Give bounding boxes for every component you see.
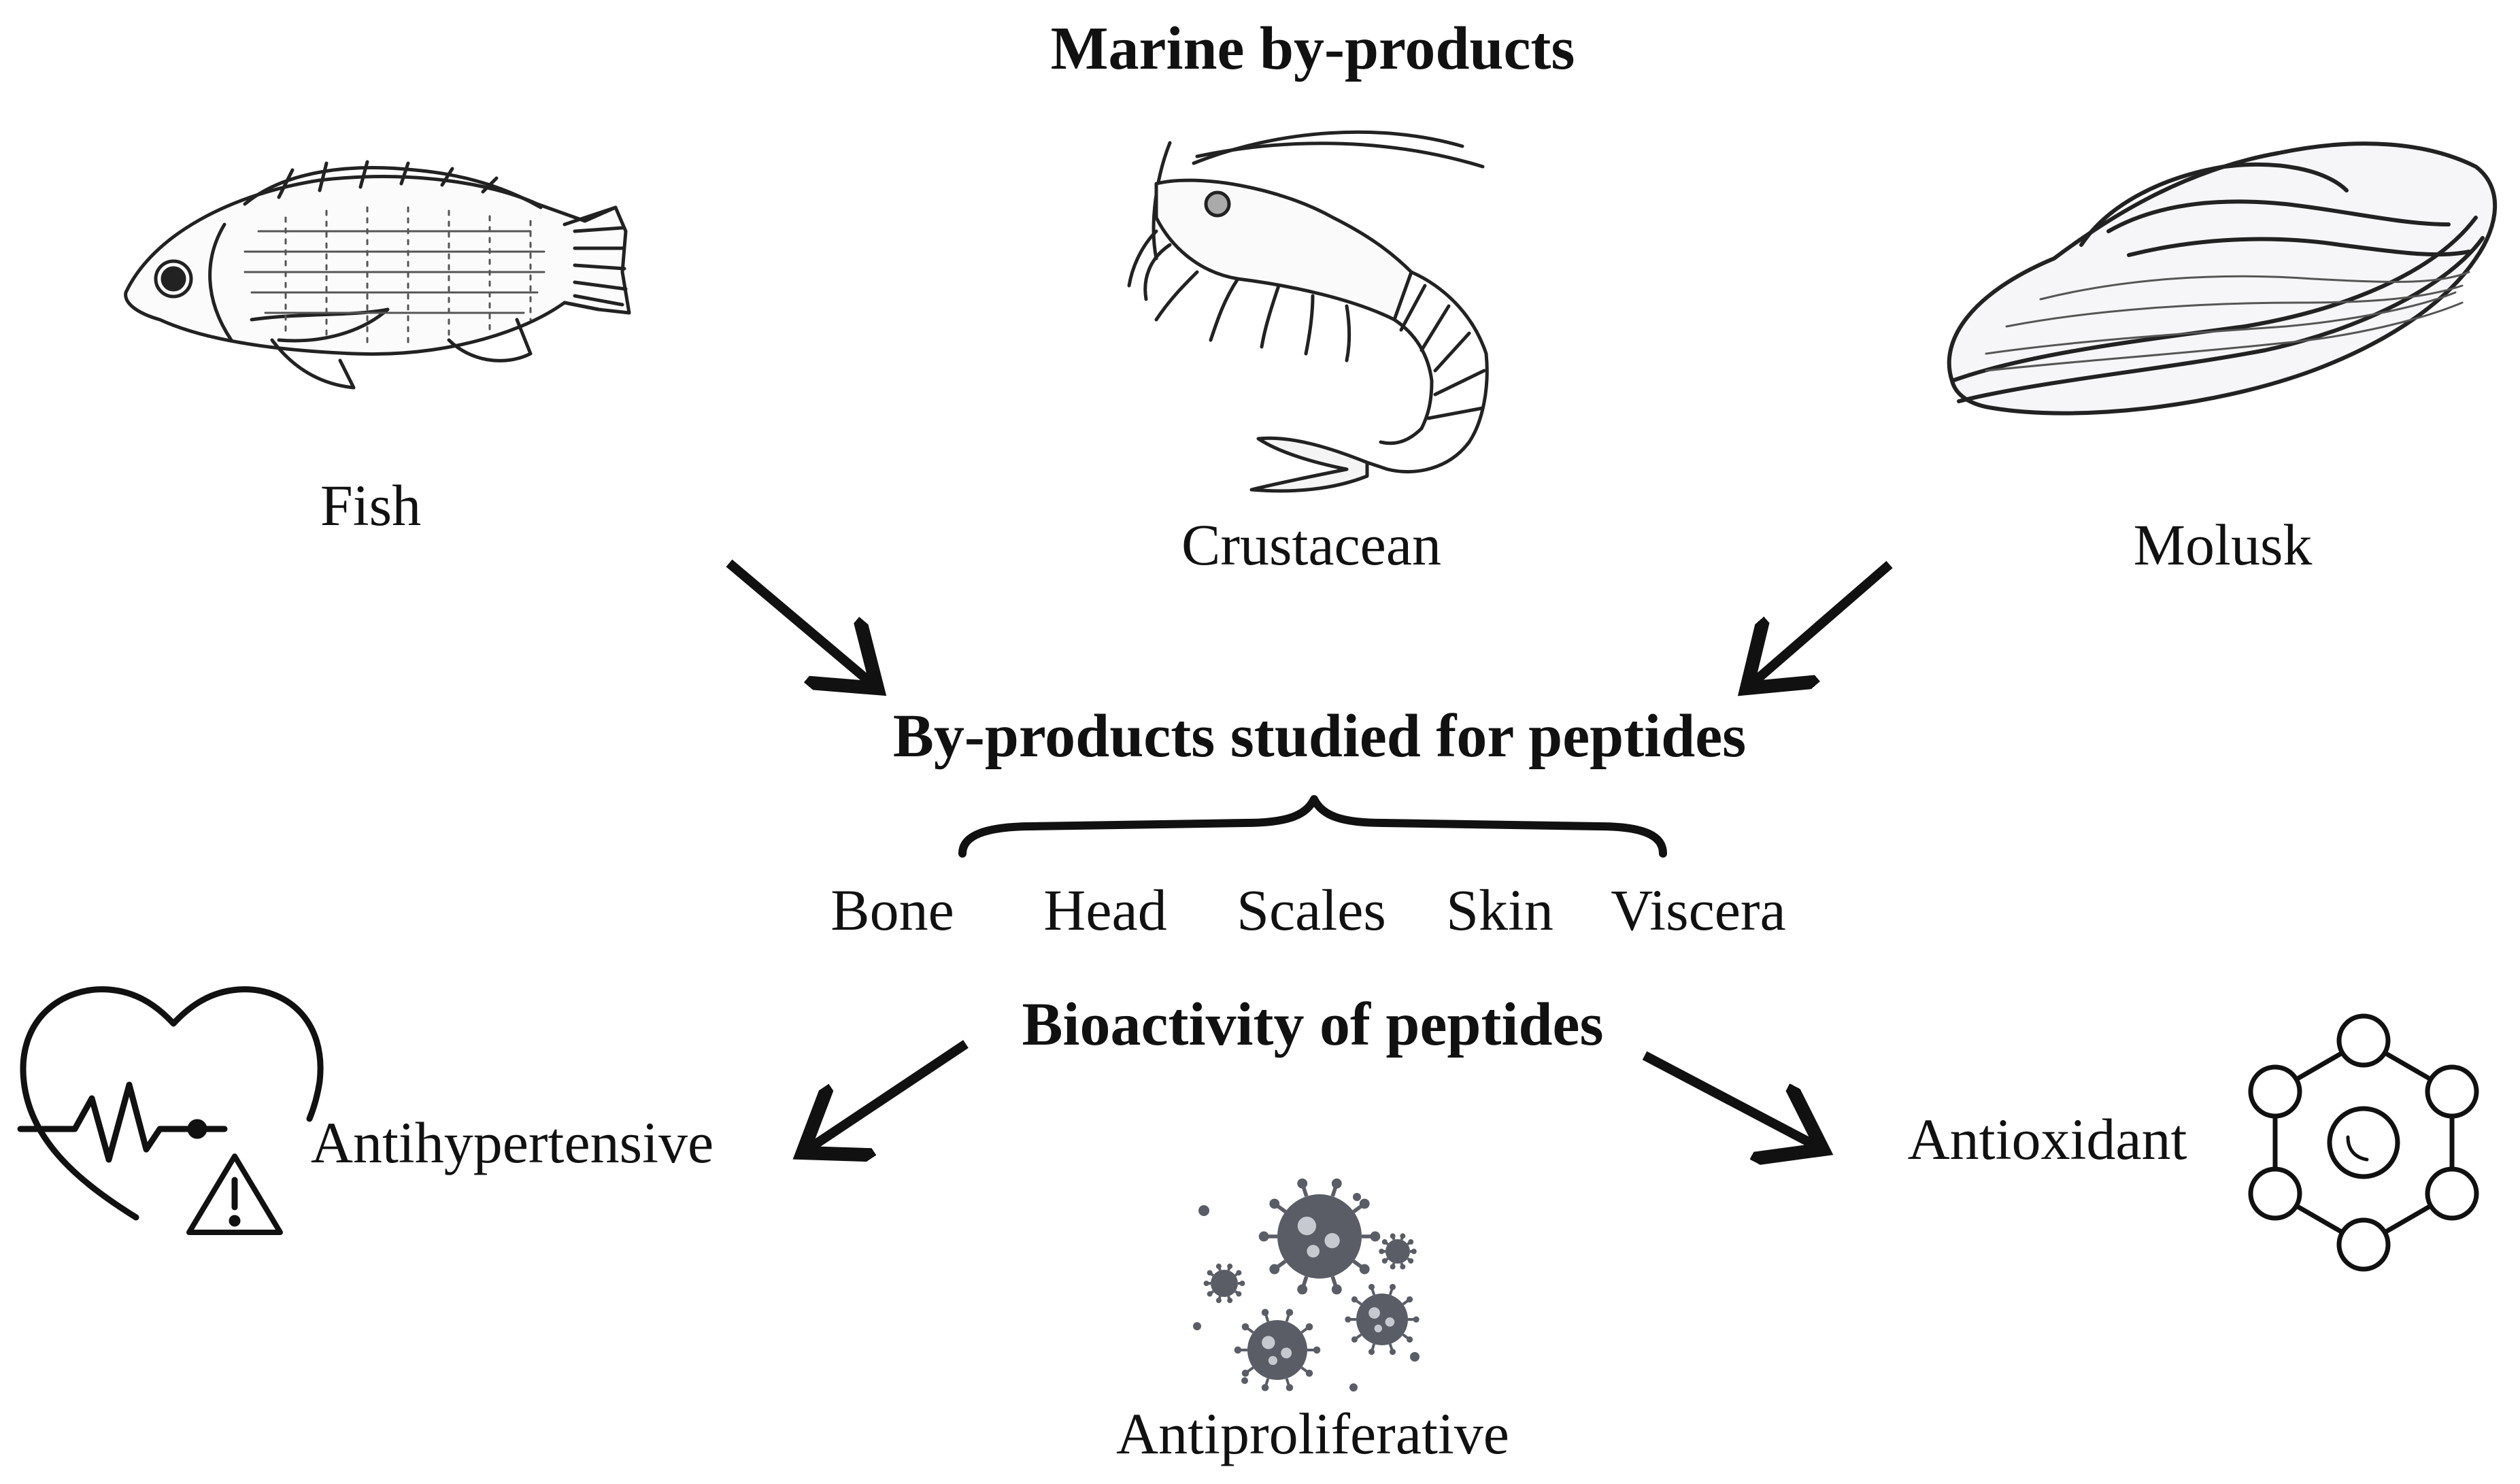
virus-particle [1379,1233,1417,1270]
virus-particle [1203,1263,1245,1304]
arrow-mollusk-to-byproducts [1747,560,1893,688]
diagram-title: Marine by-products [1050,15,1575,82]
virus-particle [1345,1283,1419,1355]
source-label-fish: Fish [320,473,422,538]
virus-dot [1193,1322,1201,1330]
hexagon-molecule-icon [2248,1013,2479,1272]
bioactivity-antihypertensive: Antihypertensive [310,1110,714,1175]
virus-dot [1349,1383,1358,1392]
virus-dot [1198,1205,1209,1216]
source-label-crustacean: Crustacean [1181,512,1442,577]
bioactivity-heading: Bioactivity of peptides [1022,991,1604,1058]
shrimp-illustration-icon [1127,130,1489,493]
bioactivity-antioxidant: Antioxidant [1907,1107,2187,1172]
studied-heading: By-products studied for peptides [892,703,1747,770]
clam-shell-illustration-icon [1947,141,2498,416]
byproduct-scales: Scales [1237,877,1386,943]
virus-dot [1241,1377,1248,1384]
byproduct-viscera: Viscera [1611,877,1786,943]
virus-particle [1258,1178,1381,1295]
byproduct-bone: Bone [830,877,954,943]
curly-brace [958,795,1667,858]
virus-dot [1353,1193,1361,1201]
bioactivity-antiproliferative: Antiproliferative [1116,1401,1509,1466]
heart-rate-warning-icon [17,986,324,1235]
arrow-fish-to-byproducts [726,559,877,688]
fish-illustration-icon [124,160,631,390]
byproduct-head: Head [1043,877,1167,943]
byproduct-skin: Skin [1446,877,1553,943]
arrow-to-antihypertensive [803,1040,969,1153]
source-label-mollusk: Molusk [2133,512,2313,577]
arrow-to-antioxidant [1642,1051,1823,1149]
virus-dot [1410,1352,1419,1362]
virus-cells-icon [1193,1178,1419,1392]
virus-particle [1234,1309,1321,1392]
